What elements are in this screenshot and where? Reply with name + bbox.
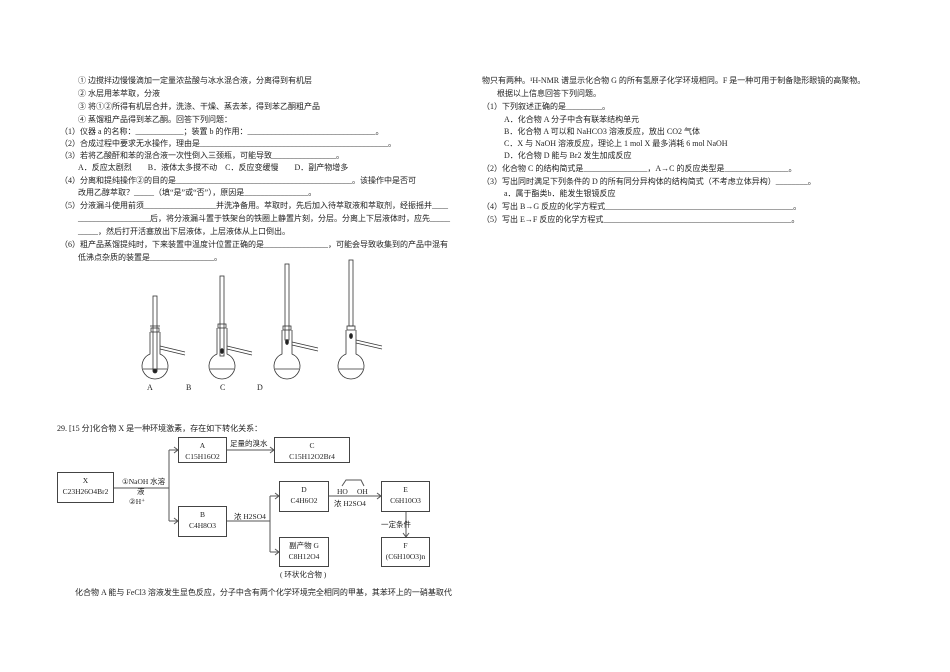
right-line-2: 根据以上信息回答下列问题。: [497, 89, 601, 98]
question-6-cont: 低沸点杂质的装置是________________。: [78, 253, 222, 262]
q29-intro: 29. [15 分]化合物 X 是一种环境激素，存在如下转化关系：: [57, 424, 263, 433]
question-5-cont: __________________后，将分液漏斗置于铁架台的铁圈上静置片刻，分…: [78, 214, 450, 223]
r-question-3: （3）写出同时满足下列条件的 D 的所有同分异构体的结构简式（不考虑立体异构）_…: [482, 177, 816, 186]
compound-b-formula: C4H8O3: [188, 521, 217, 530]
apparatus-c: [208, 275, 253, 380]
compound-c-name: C: [309, 441, 315, 450]
question-5: （5）分液漏斗使用前须__________________并洗净备用。萃取时，先…: [60, 201, 448, 210]
r-option-b: B．化合物 A 可以和 NaHCO3 溶液反应，放出 CO2 气体: [504, 127, 701, 136]
apparatus-label-d: D: [257, 383, 263, 392]
question-3: （3）若将乙酸酐和苯的混合液一次性倒入三颈瓶，可能导致_____________…: [60, 151, 344, 160]
compound-c-formula: C15H12O2Br4: [289, 452, 335, 461]
step-4: ④ 蒸馏粗产品得到苯乙酮。回答下列问题：: [78, 115, 232, 124]
apparatus-label-a: A: [147, 383, 153, 392]
right-line-1: 物只有两种。¹H-NMR 谱显示化合物 G 的所有氢原子化学环境相同。F 是一种…: [482, 76, 866, 85]
condition-naoh: ①NaOH 水溶: [122, 477, 166, 486]
r-question-1: （1）下列叙述正确的是_________。: [482, 102, 610, 111]
compound-d-box: D C4H6O2: [279, 481, 329, 512]
apparatus-d-left: [273, 263, 319, 380]
condition-bromine-water: 足量的溴水: [230, 439, 268, 448]
compound-d-formula: C4H6O2: [290, 496, 318, 505]
apparatus-label-b: B: [186, 383, 192, 392]
question-2: （2）合成过程中要求无水操作，理由是______________________…: [60, 139, 396, 148]
compound-x-formula: C23H26O4Br2: [62, 487, 109, 496]
compound-e-box: E C6H10O3: [381, 481, 430, 512]
condition-certain: 一定条件: [381, 520, 411, 529]
compound-f-box: F (C6H10O3)n: [381, 537, 430, 567]
condition-naoh-cont: 液: [137, 487, 145, 496]
step-1: ① 边搅拌边慢慢滴加一定量浓盐酸与冰水混合液，分离得到有机层: [78, 76, 312, 85]
step-3: ③ 将①②所得有机层合并，洗涤、干燥、蒸去苯，得到苯乙酮粗产品: [78, 102, 320, 111]
r-question-2: （2）化合物 C 的结构简式是________________，A→C 的反应类…: [482, 164, 797, 173]
question-4-cont: 改用乙醇萃取？_____（填“是”或“否”），原因是______________…: [78, 188, 317, 197]
compound-x-name: X: [82, 476, 89, 485]
q29-description: 化合物 A 能与 FeCl3 溶液发生显色反应，分子中含有两个化学环境完全相同的…: [75, 588, 452, 597]
condition-h2so4-d: 浓 H2SO4: [334, 499, 366, 508]
r-option-c: C．X 与 NaOH 溶液反应，理论上 1 mol X 最多消耗 6 mol N…: [504, 139, 728, 148]
question-4: （4）分离和提纯操作②的目的是_________________________…: [60, 176, 416, 185]
diol-oh: OH: [357, 487, 368, 496]
compound-e-name: E: [403, 485, 408, 494]
compound-f-name: F: [403, 541, 408, 550]
r-question-5: （5）写出 E→F 反应的化学方程式______________________…: [482, 215, 800, 224]
compound-b-box: B C4H8O3: [178, 506, 227, 537]
compound-a-box: A C15H16O2: [178, 437, 227, 463]
compound-a-name: A: [199, 441, 206, 450]
cyclic-compound-note: ( 环状化合物 ): [280, 570, 327, 579]
compound-a-formula: C15H16O2: [185, 452, 220, 461]
r-option-a: A．化合物 A 分子中含有联苯结构单元: [504, 115, 640, 124]
compound-g-box: 副产物 G C8H12O4: [279, 537, 329, 567]
r-question-3-conditions: a．属于酯类b．能发生银镜反应: [504, 189, 616, 198]
apparatus-d-right: [337, 259, 383, 380]
question-1: （1）仪器 a 的名称：____________；装置 b 的作用：______…: [60, 127, 384, 136]
r-option-d: D．化合物 D 能与 Br2 发生加成反应: [504, 151, 632, 160]
question-3-options: A．反应太剧烈 B．液体太多搅不动 C．反应变缓慢 D．副产物增多: [78, 163, 349, 172]
compound-e-formula: C6H10O3: [390, 496, 421, 505]
compound-b-name: B: [199, 510, 205, 519]
compound-f-formula: (C6H10O3)n: [385, 552, 426, 561]
condition-h2so4-b: 浓 H2SO4: [234, 512, 266, 521]
compound-x-box: X C23H26O4Br2: [57, 472, 114, 503]
compound-g-formula: C8H12O4: [288, 552, 320, 561]
r-question-4: （4）写出 B→G 反应的化学方程式______________________…: [482, 202, 802, 211]
apparatus-a: [141, 295, 186, 380]
condition-acid: ②H⁺: [129, 497, 146, 506]
compound-g-name: 副产物 G: [289, 541, 319, 550]
apparatus-label-c: C: [220, 383, 226, 392]
compound-c-box: C C15H12O2Br4: [274, 437, 350, 463]
step-2: ② 水层用苯萃取，分液: [78, 89, 160, 98]
diol-ho: HO: [337, 487, 348, 496]
question-6: （6）粗产品蒸馏提纯时，下来装置中温度计位置正确的是______________…: [60, 240, 448, 249]
compound-d-name: D: [301, 485, 307, 494]
question-5-cont2: _____，然后打开活塞放出下层液体，上层液体从上口倒出。: [78, 227, 290, 236]
